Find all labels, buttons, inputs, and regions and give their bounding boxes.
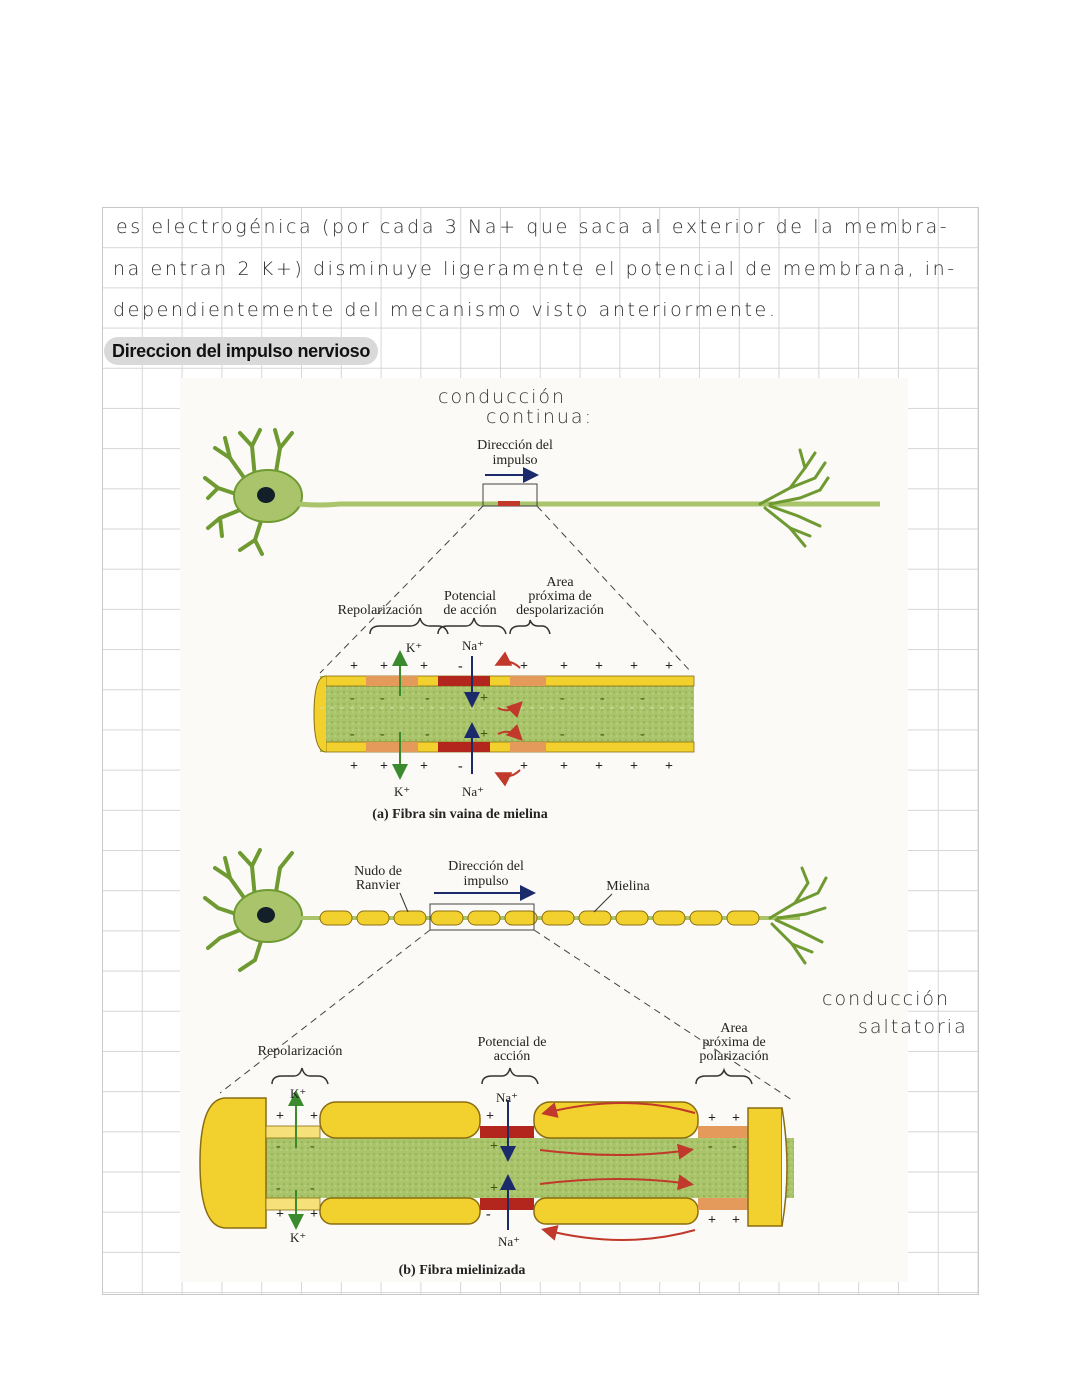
svg-text:-: - [708, 1139, 713, 1154]
svg-text:+: + [630, 759, 638, 774]
svg-text:+: + [310, 1109, 318, 1124]
potential-label-b-2: acción [494, 1049, 531, 1064]
svg-text:-: - [560, 727, 565, 742]
area-label-b-1: Area [720, 1021, 748, 1036]
direction-label-a-2: impulso [492, 453, 537, 468]
svg-text:+: + [595, 659, 603, 674]
svg-text:+: + [708, 1111, 716, 1126]
area-label-a-1: Area [546, 575, 574, 590]
svg-text:-: - [458, 659, 463, 674]
node-label-2: Ranvier [356, 878, 401, 893]
k-label-b-top: K⁺ [290, 1086, 306, 1101]
myelin-label: Mielina [606, 879, 650, 894]
svg-text:+: + [595, 759, 603, 774]
k-label-a-bottom: K⁺ [394, 784, 410, 799]
section-heading: Direccion del impulso nervioso [104, 337, 379, 365]
svg-text:-: - [425, 691, 430, 706]
k-label-a-top: K⁺ [406, 640, 422, 655]
svg-text:+: + [630, 659, 638, 674]
svg-text:-: - [486, 1207, 491, 1222]
direction-label-b-2: impulso [463, 874, 508, 889]
area-label-a-3: despolarización [516, 603, 604, 618]
svg-text:+: + [560, 659, 568, 674]
svg-text:+: + [350, 659, 358, 674]
svg-text:-: - [350, 691, 355, 706]
note-line-2: na entran 2 K+) disminuye ligeramente el… [113, 258, 957, 280]
svg-text:+: + [665, 659, 673, 674]
neuron-b [203, 848, 828, 972]
svg-text:-: - [732, 1139, 737, 1154]
annotation-saltatoria-1: conducción [822, 988, 951, 1010]
na-label-b-bottom: Na⁺ [498, 1234, 520, 1249]
svg-text:+: + [732, 1213, 740, 1228]
svg-text:+: + [560, 759, 568, 774]
svg-text:-: - [276, 1139, 281, 1154]
svg-text:+: + [420, 659, 428, 674]
svg-text:-: - [458, 759, 463, 774]
svg-text:+: + [276, 1109, 284, 1124]
area-label-b-2: próxima de [702, 1035, 765, 1050]
na-label-b-top: Na⁺ [496, 1090, 518, 1105]
svg-text:+: + [665, 759, 673, 774]
svg-text:-: - [560, 691, 565, 706]
svg-text:+: + [480, 727, 488, 742]
note-line-3: dependientemente del mecanismo visto ant… [113, 299, 778, 321]
node-label-1: Nudo de [354, 864, 402, 879]
repolarization-label-b: Repolarización [258, 1044, 343, 1059]
svg-text:+: + [708, 1213, 716, 1228]
neuron-figure: Dirección del impulso Repolarización Pot… [180, 378, 908, 1282]
potential-label-a-2: de acción [443, 603, 496, 618]
svg-text:+: + [350, 759, 358, 774]
na-label-a-bottom: Na⁺ [462, 784, 484, 799]
k-label-b-bottom: K⁺ [290, 1230, 306, 1245]
svg-text:-: - [600, 727, 605, 742]
repolarization-label-a: Repolarización [338, 603, 423, 618]
svg-text:-: - [380, 727, 385, 742]
svg-text:-: - [276, 1181, 281, 1196]
svg-text:+: + [380, 759, 388, 774]
svg-text:+: + [732, 1111, 740, 1126]
na-label-a-top: Na⁺ [462, 638, 484, 653]
svg-text:+: + [420, 759, 428, 774]
svg-text:+: + [490, 1181, 498, 1196]
direction-label-a-1: Dirección del [477, 438, 553, 453]
direction-label-b-1: Dirección del [448, 859, 524, 874]
svg-text:+: + [520, 659, 528, 674]
svg-text:-: - [310, 1139, 315, 1154]
svg-text:-: - [350, 727, 355, 742]
annotation-continua-2: continua: [486, 406, 593, 428]
annotation-saltatoria-2: saltatoria [858, 1016, 968, 1038]
annotation-continua-1: conducción [438, 386, 567, 408]
svg-text:+: + [310, 1207, 318, 1222]
caption-a: (a) Fibra sin vaina de mielina [372, 807, 547, 822]
caption-b: (b) Fibra mielinizada [399, 1263, 526, 1278]
axon-myelinated [199, 1097, 794, 1229]
svg-text:-: - [600, 691, 605, 706]
svg-text:+: + [380, 659, 388, 674]
potential-label-a-1: Potencial [444, 589, 496, 604]
svg-text:-: - [640, 727, 645, 742]
svg-text:+: + [520, 759, 528, 774]
svg-text:-: - [380, 691, 385, 706]
svg-text:-: - [310, 1181, 315, 1196]
axon-unmyelinated [313, 675, 695, 753]
svg-text:+: + [276, 1207, 284, 1222]
svg-text:-: - [425, 727, 430, 742]
note-line-1: es electrogénica (por cada 3 Na+ que sac… [116, 216, 950, 238]
svg-text:+: + [490, 1139, 498, 1154]
svg-text:+: + [486, 1109, 494, 1124]
area-label-a-2: próxima de [528, 589, 591, 604]
svg-text:+: + [480, 691, 488, 706]
area-label-b-3: polarización [699, 1049, 768, 1064]
svg-text:-: - [640, 691, 645, 706]
potential-label-b-1: Potencial de [478, 1035, 547, 1050]
neuron-a [203, 428, 880, 556]
